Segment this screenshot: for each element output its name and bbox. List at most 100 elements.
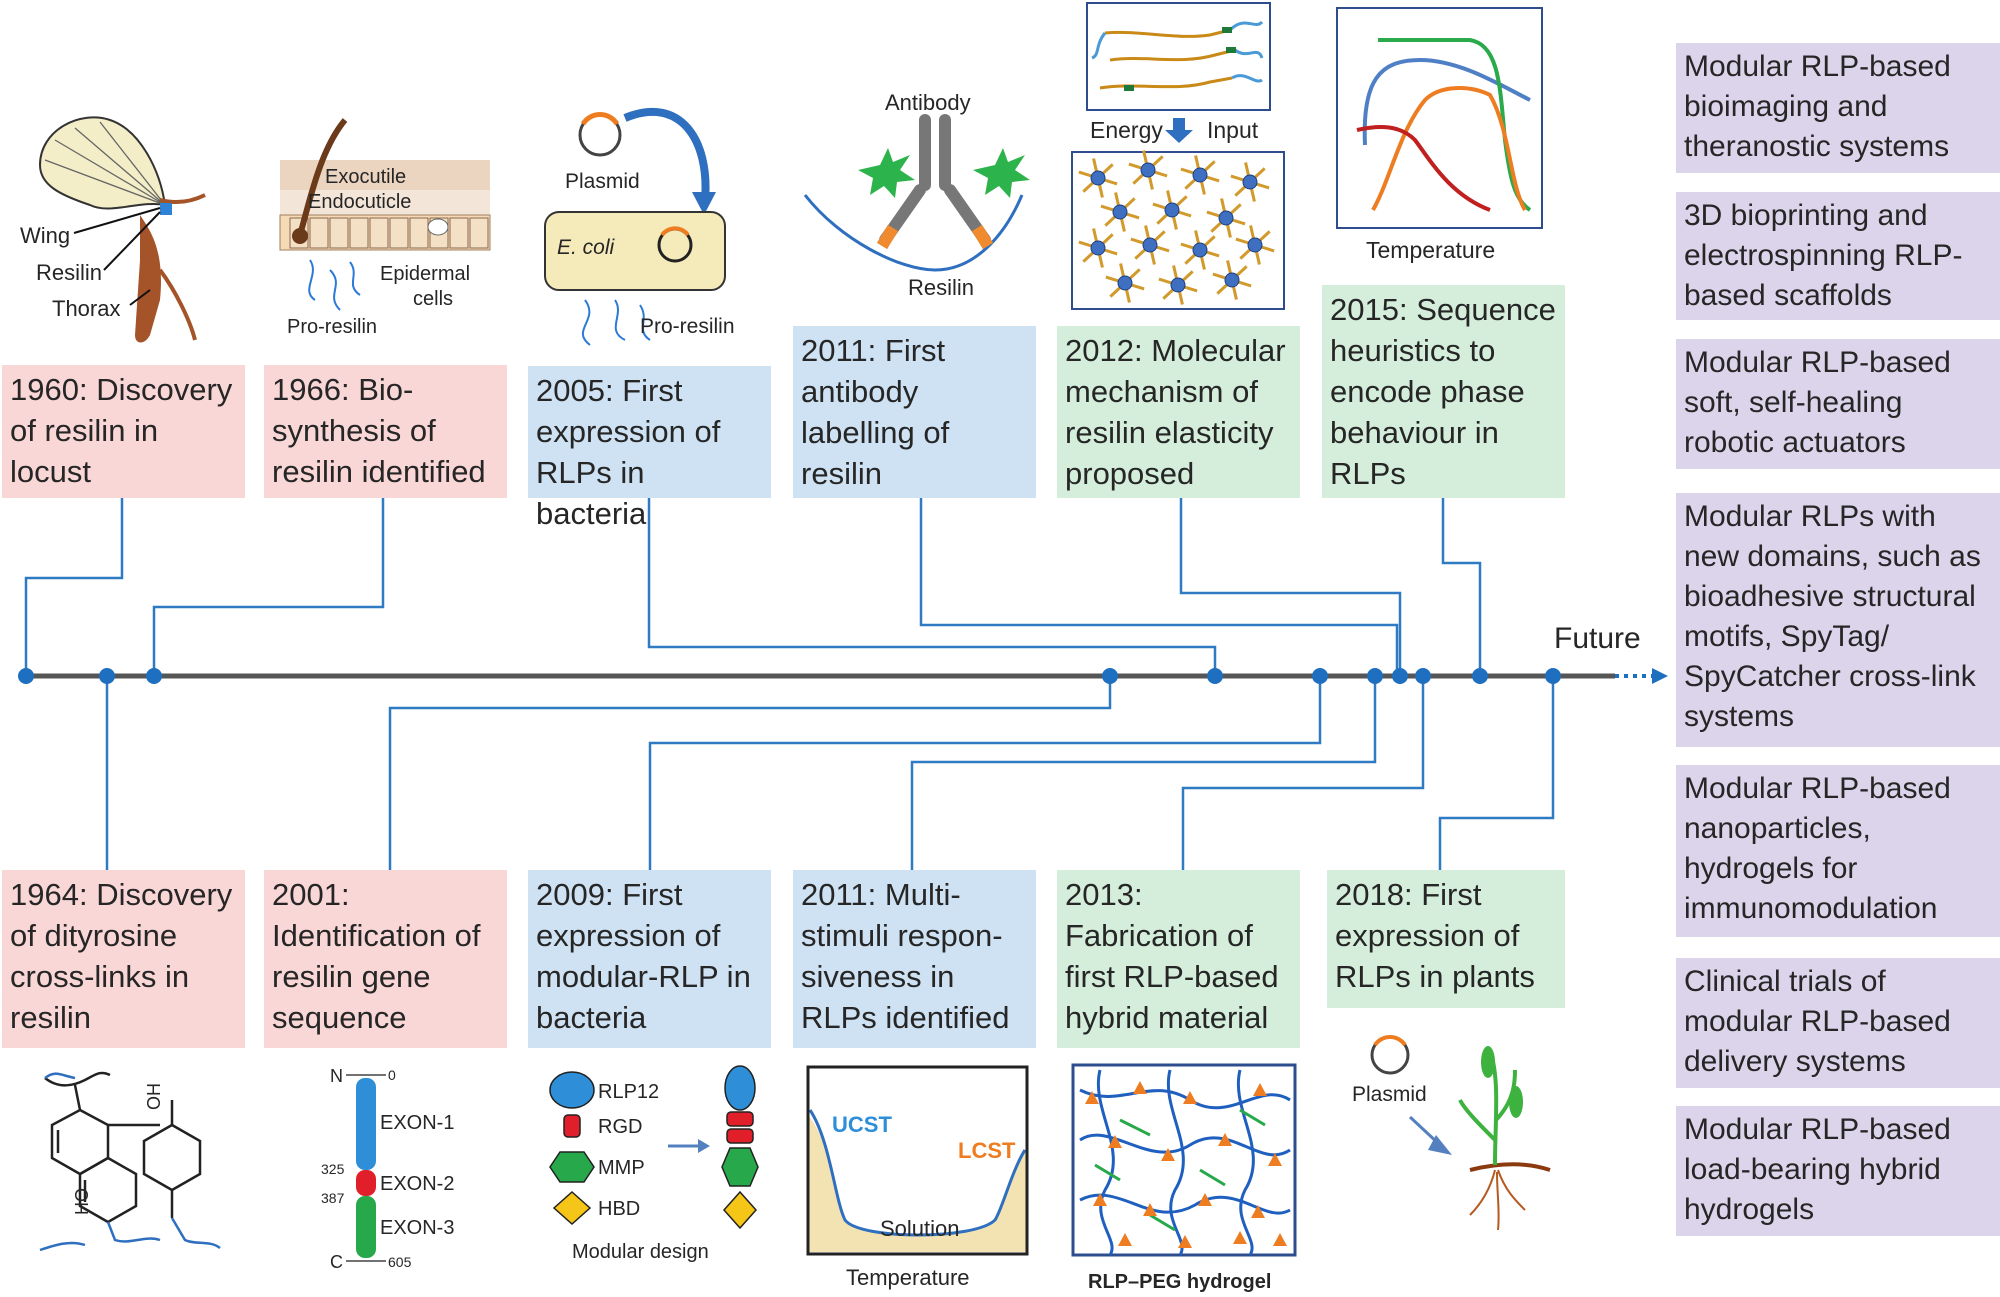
peg-crosslinker xyxy=(1143,1203,1157,1216)
connector-2011a xyxy=(919,498,1399,675)
plant-plasmid-label: Plasmid xyxy=(1352,1083,1427,1106)
ecoli-cell xyxy=(544,211,726,291)
connector-2001 xyxy=(388,677,1112,870)
peg-crosslinker xyxy=(1178,1235,1192,1248)
dot-2018 xyxy=(1545,668,1561,684)
locust-resilin-label: Resilin xyxy=(36,260,102,285)
exocutile-label: Exocutile xyxy=(325,166,406,188)
event-2011-multistimuli: 2011: Multi-stimuli respon-siveness in R… xyxy=(793,870,1036,1048)
future-item-7: Modular RLP-based load-bearing hybrid hy… xyxy=(1676,1106,2000,1236)
crosslink-node xyxy=(1224,272,1240,288)
future-item-1: Modular RLP-based bioimaging and therano… xyxy=(1676,43,2000,173)
locust-illustration: Wing Resilin Thorax xyxy=(20,116,206,343)
gene-n387-label: 387 xyxy=(321,1190,345,1206)
ecoli-proresilin-label: Pro-resilin xyxy=(640,315,735,338)
fluorophore-star-right xyxy=(973,148,1030,198)
dot-2013 xyxy=(1415,668,1431,684)
locust-thorax xyxy=(135,215,161,343)
mmp-label: MMP xyxy=(598,1157,645,1179)
crosslink-node xyxy=(1090,170,1106,186)
event-2018: 2018: First expression of RLPs in plants xyxy=(1327,870,1565,1008)
input-label: Input xyxy=(1207,117,1259,143)
exon-2-label: EXON-2 xyxy=(380,1173,454,1195)
antibody-illustration: Antibody Resilin xyxy=(803,90,1030,300)
event-2005: 2005: First expression of RLPs in bacter… xyxy=(528,366,771,531)
gene-c-label: C xyxy=(330,1252,343,1272)
crosslink-node xyxy=(1142,237,1158,253)
locust-thorax-label: Thorax xyxy=(52,296,120,321)
hbd-icon xyxy=(552,1190,592,1226)
gene-n325-label: 325 xyxy=(321,1161,345,1177)
plant-illustration: Plasmid xyxy=(1352,1035,1551,1231)
phase-curves-illustration: Temperature xyxy=(1336,7,1543,263)
crosslink-node xyxy=(1192,242,1208,258)
connector-2015 xyxy=(1441,498,1482,675)
peg-crosslinker xyxy=(1198,1193,1212,1206)
peg-crosslinker xyxy=(1161,1148,1175,1161)
resilin-pad xyxy=(160,203,172,215)
connector-1966 xyxy=(152,498,385,675)
cells-label: cells xyxy=(413,288,453,310)
crosslink-node xyxy=(1218,210,1234,226)
future-item-4: Modular RLPs with new domains, such as b… xyxy=(1676,493,2000,747)
dityrosine-illustration: HO OH xyxy=(39,1071,221,1252)
peg-crosslinker xyxy=(1253,1083,1267,1096)
crosslink-node xyxy=(1140,162,1156,178)
future-item-3: Modular RLP-based soft, self-healing rob… xyxy=(1676,339,2000,469)
exon-3-label: EXON-3 xyxy=(380,1217,454,1239)
ucst-xlabel: Temperature xyxy=(846,1265,970,1290)
fluorophore-star-left xyxy=(858,148,915,198)
future-label: Future xyxy=(1554,622,1641,655)
dot-1960 xyxy=(18,668,34,684)
future-arrow-icon xyxy=(1652,668,1668,684)
connector-2012 xyxy=(1179,498,1402,675)
rlp12-icon xyxy=(549,1071,595,1109)
cuticle-proresilin-label: Pro-resilin xyxy=(287,316,377,338)
event-1964: 1964: Discovery of dityrosine cross-link… xyxy=(2,870,245,1048)
connector-2011b xyxy=(910,677,1377,870)
endocuticle-label: Endocuticle xyxy=(308,191,411,213)
dot-2011a xyxy=(1392,668,1408,684)
connector-1960 xyxy=(24,498,124,675)
exon-3-bar xyxy=(356,1196,376,1258)
dot-2011b xyxy=(1367,668,1383,684)
connector-2018 xyxy=(1438,677,1555,870)
dot-1966 xyxy=(146,668,162,684)
mmp-icon xyxy=(549,1151,595,1183)
peg-crosslinker xyxy=(1085,1091,1099,1104)
plant-arrow-icon xyxy=(1428,1135,1452,1155)
crosslink-node xyxy=(1117,275,1133,291)
hydrogel-illustration: RLP–PEG hydrogel xyxy=(1071,1063,1297,1293)
energy-label: Energy xyxy=(1090,117,1163,143)
future-item-5: Modular RLP-based nanoparticles, hydroge… xyxy=(1676,765,2000,937)
svg-text:OH: OH xyxy=(144,1083,164,1110)
peg-crosslinker xyxy=(1118,1233,1132,1246)
modular-design-illustration: RLP12 RGD MMP HBD Modular design xyxy=(549,1065,759,1263)
future-item-6: Clinical trials of modular RLP-based del… xyxy=(1676,958,2000,1088)
timeline-dots xyxy=(18,668,1561,684)
gene-n605-label: 605 xyxy=(388,1254,412,1270)
future-item-2: 3D bioprinting and electrospinning RLP-b… xyxy=(1676,192,2000,320)
curve-red xyxy=(1356,125,1491,212)
peg-crosslinker xyxy=(1233,1231,1247,1244)
curved-arrow-icon xyxy=(623,108,710,201)
dot-2005 xyxy=(1207,668,1223,684)
hydrogel-caption: RLP–PEG hydrogel xyxy=(1088,1271,1271,1293)
event-2009: 2009: First expression of modular-RLP in… xyxy=(528,870,771,1048)
curve-orange xyxy=(1371,86,1527,212)
ecoli-label: E. coli xyxy=(557,236,616,259)
event-2013: 2013: Fabrication of first RLP-based hyb… xyxy=(1057,870,1300,1048)
energy-down-arrow-icon xyxy=(1165,118,1193,143)
solution-label: Solution xyxy=(880,1216,960,1241)
hydrogel-network xyxy=(1079,1069,1291,1256)
crosslink-node xyxy=(1112,204,1128,220)
event-2012: 2012: Molecular mechanism of resilin ela… xyxy=(1057,326,1300,498)
epidermal-label: Epidermal xyxy=(380,263,470,285)
dot-2015 xyxy=(1472,668,1488,684)
peg-crosslinker xyxy=(1133,1081,1147,1094)
antibody-label: Antibody xyxy=(885,90,971,115)
gene-n-label: N xyxy=(330,1066,343,1086)
exon-1-bar xyxy=(356,1078,376,1170)
event-1966: 1966: Bio-synthesis of resilin identifie… xyxy=(264,365,507,498)
